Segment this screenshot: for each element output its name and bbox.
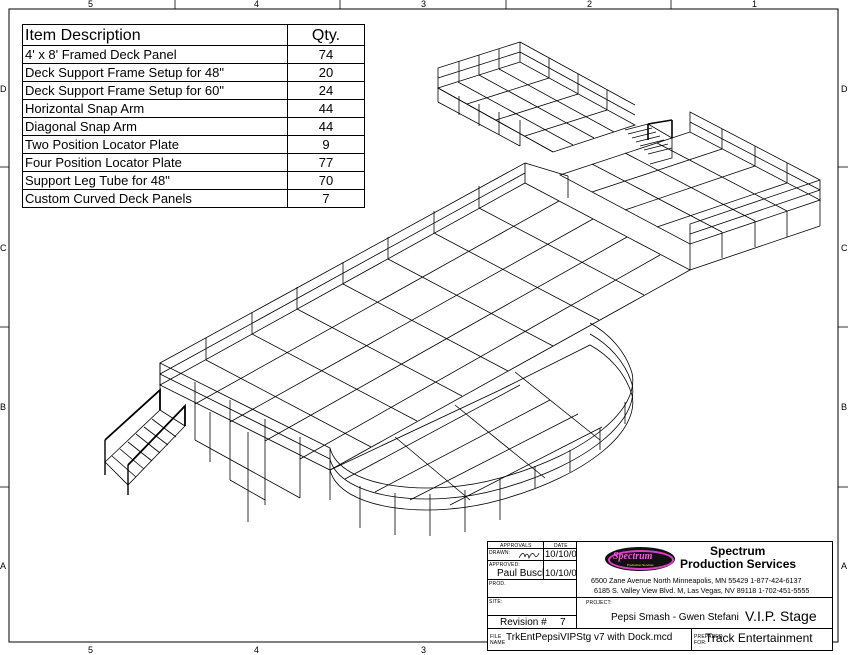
frame-row-b: B [0, 402, 7, 412]
frame-row-d-right: D [841, 84, 848, 94]
bill-of-materials-table: Item Description Qty. 4' x 8' Framed Dec… [22, 24, 365, 208]
file-label: FILE NAME [490, 634, 506, 646]
revision-label: Revision # [500, 617, 547, 628]
sheet-border [8, 8, 839, 643]
bom-item-desc: Support Leg Tube for 48" [22, 171, 288, 190]
dock-stairs [624, 119, 673, 165]
bom-item-qty: 44 [287, 117, 365, 136]
prepared-for-cell: PREPARED FOR: Track Entertainment [691, 628, 833, 651]
frame-row-a: A [0, 561, 7, 571]
project-name: Pepsi Smash - Gwen Stefani [611, 612, 739, 623]
project-cell: PROJECT: Pepsi Smash - Gwen Stefani V.I.… [576, 597, 833, 629]
bom-item-qty: 9 [287, 135, 365, 154]
site-cell: SITE: [487, 597, 577, 616]
revision-number: 7 [560, 617, 566, 628]
frame-row-c-right: C [841, 243, 848, 253]
left-stairs [104, 387, 186, 495]
approved-by: Paul Busch [497, 568, 548, 579]
bom-item-desc: Deck Support Frame Setup for 60" [22, 81, 288, 100]
date-label: DATE [554, 543, 568, 549]
bom-item-desc: Custom Curved Deck Panels [22, 189, 288, 208]
revision-cell: Revision # 7 [487, 615, 577, 629]
title-block: APPROVALS DATE DRAWN: 10/10/05 APPROVED:… [487, 541, 833, 651]
approved-label: APPROVED: [489, 562, 520, 568]
frame-col-4-bottom: 4 [254, 645, 260, 655]
frame-col-4: 4 [254, 0, 260, 9]
drawn-label: DRAWN: [489, 550, 511, 556]
frame-col-5: 5 [88, 0, 94, 9]
bom-item-qty: 77 [287, 153, 365, 172]
prepared-label: PREPARED FOR: [694, 634, 723, 646]
prepared-for: Track Entertainment [705, 631, 813, 645]
bom-item-qty: 70 [287, 171, 365, 190]
logo-subtext: Production Services [627, 563, 654, 567]
company-address-1: 6500 Zane Avenue North Minneapolis, MN 5… [591, 576, 802, 585]
bom-item-desc: Diagonal Snap Arm [22, 117, 288, 136]
company-name-line2: Production Services [680, 557, 797, 571]
frame-col-2: 2 [587, 0, 593, 9]
bom-item-qty: 20 [287, 63, 365, 82]
frame-col-5-bottom: 5 [88, 645, 94, 655]
prod-label: PROD. [489, 581, 506, 587]
frame-col-1: 1 [752, 0, 758, 9]
file-name: TrkEntPepsiVIPStg v7 with Dock.mcd [506, 632, 673, 643]
frame-col-3-bottom: 3 [421, 645, 427, 655]
bom-item-qty: 74 [287, 45, 365, 64]
frame-row-a-right: A [841, 561, 848, 571]
bom-item-desc: Horizontal Snap Arm [22, 99, 288, 118]
bom-item-desc: 4' x 8' Framed Deck Panel [22, 45, 288, 64]
bom-header-qty: Qty. [287, 24, 365, 46]
bom-item-desc: Four Position Locator Plate [22, 153, 288, 172]
company-address-2: 6185 S. Valley View Blvd. M, Las Vegas, … [594, 586, 810, 595]
table-row: Deck Support Frame Setup for 48"20 [22, 63, 365, 82]
prod-cell: PROD. [487, 579, 577, 598]
bom-header-row: Item Description Qty. [22, 24, 365, 46]
approved-date: 10/10/05 [545, 568, 582, 579]
bom-item-desc: Two Position Locator Plate [22, 135, 288, 154]
drawn-date: 10/10/05 [545, 549, 582, 560]
main-deck [159, 182, 691, 471]
site-label: SITE: [489, 599, 503, 605]
bom-item-desc: Deck Support Frame Setup for 48" [22, 63, 288, 82]
bom-item-qty: 7 [287, 189, 365, 208]
approved-cell: APPROVED: Paul Busch [487, 560, 548, 580]
drawn-signature [518, 552, 540, 560]
frame-row-c: C [0, 243, 7, 253]
frame-row-b-right: B [841, 402, 848, 412]
project-label: PROJECT: [586, 600, 612, 606]
approvals-label: APPROVALS [500, 543, 532, 549]
approved-date-cell: 10/10/05 [543, 560, 582, 580]
bom-header-description: Item Description [22, 24, 288, 46]
circular-deck-guardrail [329, 322, 634, 489]
frame-row-d: D [0, 84, 7, 94]
bom-item-qty: 24 [287, 81, 365, 100]
file-name-cell: FILE NAME TrkEntPepsiVIPStg v7 with Dock… [487, 628, 692, 651]
bom-item-qty: 44 [287, 99, 365, 118]
logo-word: Spectrum [613, 551, 653, 562]
table-row: Deck Support Frame Setup for 60"24 [22, 81, 365, 100]
circular-thrust-deck [329, 344, 634, 511]
spectrum-logo: Spectrum Production Services [605, 547, 675, 571]
project-title: V.I.P. Stage [745, 608, 817, 624]
logo-ring [608, 550, 674, 570]
frame-col-3: 3 [421, 0, 427, 9]
table-row: Support Leg Tube for 48"70 [22, 171, 365, 190]
company-name: Spectrum [710, 544, 766, 558]
